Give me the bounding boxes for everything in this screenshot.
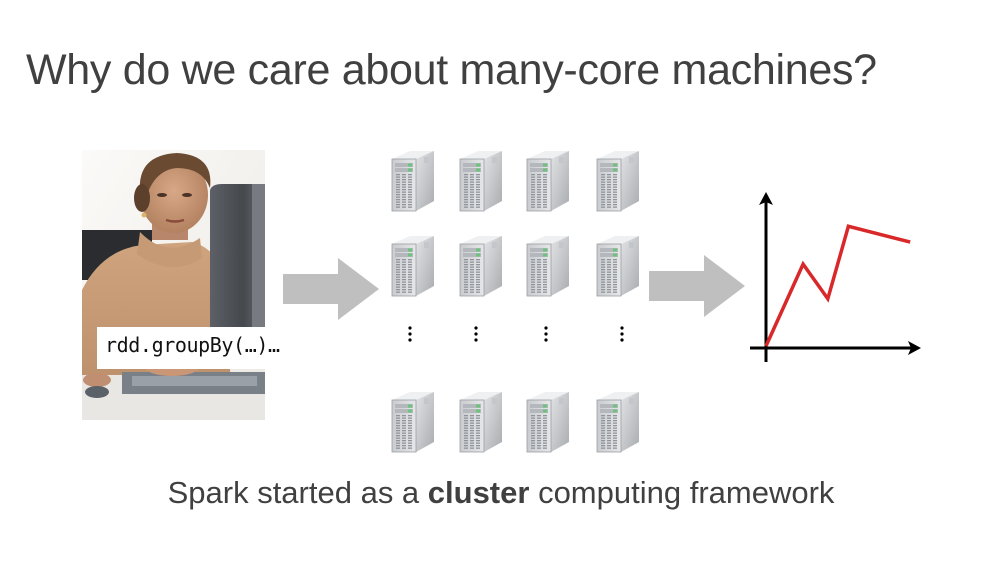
server-tower-icon	[523, 232, 573, 298]
vertical-ellipsis-icon	[543, 326, 549, 348]
code-snippet: rdd.groupBy(…)…	[105, 333, 280, 357]
trend-line	[764, 224, 911, 347]
server-tower-icon	[388, 147, 438, 213]
caption-bold-word: cluster	[427, 475, 530, 510]
slide-caption: Spark started as a cluster computing fra…	[0, 475, 1000, 511]
line-chart-icon	[750, 192, 921, 362]
server-tower-icon	[388, 232, 438, 298]
vertical-ellipsis-icon	[473, 326, 479, 348]
server-tower-icon	[593, 388, 643, 454]
y-axis-arrowhead	[759, 192, 773, 205]
server-tower-icon	[523, 147, 573, 213]
vertical-ellipsis-icon	[407, 326, 413, 348]
server-tower-icon	[456, 388, 506, 454]
caption-text-after: computing framework	[529, 475, 835, 510]
server-tower-icon	[593, 147, 643, 213]
caption-text-before: Spark started as a	[167, 475, 428, 510]
server-tower-icon	[523, 388, 573, 454]
code-snippet-box	[97, 327, 265, 369]
right-arrow-icon	[283, 258, 379, 320]
server-tower-icon	[388, 388, 438, 454]
slide-title: Why do we care about many-core machines?	[26, 46, 877, 94]
server-tower-icon	[456, 147, 506, 213]
server-tower-icon	[456, 232, 506, 298]
right-arrow-icon	[649, 255, 745, 317]
server-tower-icon	[593, 232, 643, 298]
x-axis-arrowhead	[908, 341, 921, 355]
person-at-computer-photo	[82, 150, 265, 420]
vertical-ellipsis-icon	[619, 326, 625, 348]
